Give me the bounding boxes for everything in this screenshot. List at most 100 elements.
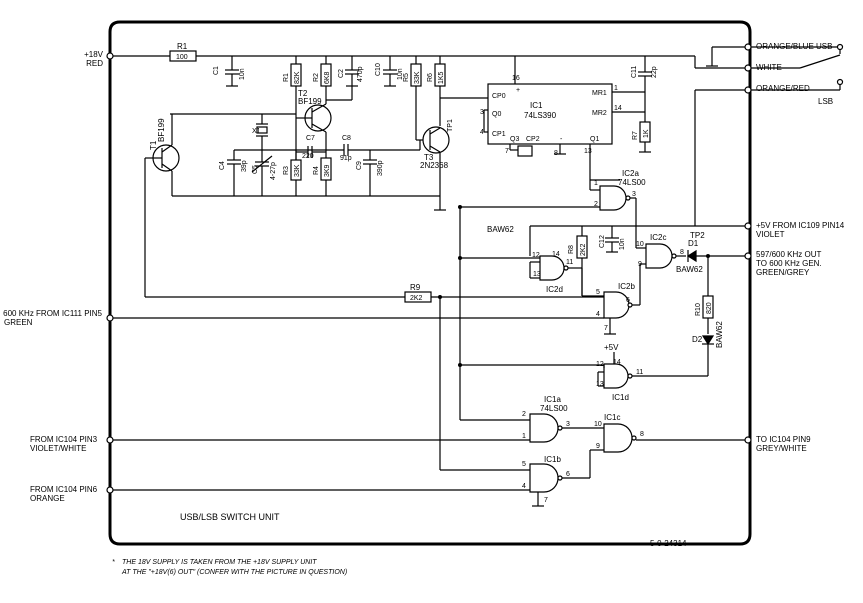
terminal-plus5v: +5V FROM IC109 PIN14 VIOLET <box>744 221 845 239</box>
svg-text:33K: 33K <box>294 164 301 177</box>
gate-ic1d: IC1d 12 13 14 11 <box>596 359 643 402</box>
svg-text:6K8: 6K8 <box>324 71 331 84</box>
svg-text:CP2: CP2 <box>526 136 540 143</box>
svg-text:IC2b: IC2b <box>618 282 635 291</box>
gate-ic2c: IC2c 10 9 8 <box>636 233 684 269</box>
resistor-r9: R9 2K2 <box>404 283 432 303</box>
svg-text:10n: 10n <box>397 68 404 80</box>
svg-text:IC1b: IC1b <box>544 455 561 464</box>
svg-text:7: 7 <box>544 497 548 504</box>
svg-text:VIOLET/WHITE: VIOLET/WHITE <box>30 444 86 453</box>
svg-text:13: 13 <box>584 148 592 155</box>
svg-text:6: 6 <box>566 471 570 478</box>
svg-text:ORANGE: ORANGE <box>30 494 65 503</box>
svg-text:T1: T1 <box>149 140 158 150</box>
svg-text:LSB: LSB <box>818 97 833 106</box>
svg-text:14: 14 <box>552 251 560 258</box>
diode-d2: D2 BAW62 <box>692 321 724 376</box>
svg-text:Q1: Q1 <box>590 136 599 143</box>
terminal-ic104-pin9-out: TO IC104 PIN9 GREY/WHITE <box>744 435 811 453</box>
svg-text:33K: 33K <box>414 71 421 84</box>
svg-text:X1: X1 <box>252 128 261 135</box>
footnote-line2: AT THE "+18V(6) OUT" (CONFER WITH THE PI… <box>121 569 347 576</box>
svg-text:12: 12 <box>532 252 540 259</box>
svg-text:C2: C2 <box>338 69 345 78</box>
svg-text:C9: C9 <box>356 161 363 170</box>
svg-text:T2: T2 <box>298 89 308 98</box>
diode-baw62-label: BAW62 <box>487 225 514 234</box>
resistor-r7: R7 1K <box>632 92 651 153</box>
svg-text:BAW62: BAW62 <box>715 321 724 348</box>
svg-text:82K: 82K <box>294 71 301 84</box>
svg-text:74LS390: 74LS390 <box>524 111 557 120</box>
footnote-marker: * <box>112 559 115 566</box>
svg-text:R2: R2 <box>313 73 320 82</box>
svg-text:C10: C10 <box>375 63 382 76</box>
capacitor-c2: C2 470p <box>338 56 364 87</box>
svg-text:5: 5 <box>596 289 600 296</box>
svg-text:1: 1 <box>594 180 598 187</box>
svg-text:RED: RED <box>86 59 103 68</box>
svg-text:2: 2 <box>594 201 598 208</box>
svg-text:R9: R9 <box>410 283 421 292</box>
svg-text:12: 12 <box>596 361 604 368</box>
svg-text:BAW62: BAW62 <box>676 265 703 274</box>
svg-text:4-27p: 4-27p <box>270 162 277 180</box>
capacitor-c10: C10 10n <box>375 56 404 87</box>
svg-text:+18V: +18V <box>84 50 104 59</box>
svg-text:13: 13 <box>533 271 541 278</box>
svg-text:R3: R3 <box>283 166 290 175</box>
svg-text:74LS00: 74LS00 <box>618 178 646 187</box>
transistor-t1: T1 BF199 <box>148 118 180 172</box>
svg-text:390p: 390p <box>377 160 384 176</box>
svg-text:820: 820 <box>706 302 713 314</box>
svg-text:91p: 91p <box>340 155 352 162</box>
svg-text:2: 2 <box>522 411 526 418</box>
svg-text:R4: R4 <box>313 166 320 175</box>
svg-text:T3: T3 <box>424 153 434 162</box>
svg-text:TO 600 KHz GEN.: TO 600 KHz GEN. <box>756 259 822 268</box>
svg-text:-: - <box>560 136 563 143</box>
capacitor-c1: C1 10n <box>213 56 246 87</box>
svg-text:10n: 10n <box>619 238 626 250</box>
svg-text:1K: 1K <box>643 129 650 138</box>
transistor-t2: T2 BF199 <box>296 89 332 133</box>
svg-text:2K2: 2K2 <box>410 295 423 302</box>
svg-text:FROM IC104 PIN6: FROM IC104 PIN6 <box>30 485 98 494</box>
svg-text:C12: C12 <box>599 235 606 248</box>
resistor-r4: R4 3K9 <box>313 150 332 196</box>
svg-text:D1: D1 <box>688 239 699 248</box>
svg-text:10: 10 <box>636 241 644 248</box>
svg-text:IC1d: IC1d <box>612 393 629 402</box>
test-point-tp1: TP1 <box>447 119 454 132</box>
svg-text:11: 11 <box>566 259 573 266</box>
svg-text:R7: R7 <box>632 131 639 140</box>
svg-text:IC1a: IC1a <box>544 395 561 404</box>
svg-text:FROM IC104 PIN3: FROM IC104 PIN3 <box>30 435 98 444</box>
svg-text:IC1c: IC1c <box>604 413 620 422</box>
svg-text:3: 3 <box>632 191 636 198</box>
plus5v-label: +5V <box>604 343 619 352</box>
svg-text:8: 8 <box>640 431 644 438</box>
svg-text:CP0: CP0 <box>492 93 506 100</box>
resistor-r10: R10 820 <box>695 256 714 334</box>
svg-text:R1: R1 <box>283 73 290 82</box>
capacitor-c11: C11 22p <box>631 56 658 92</box>
drawing-number: 5-0-24314 <box>650 539 687 548</box>
svg-text:3: 3 <box>566 421 570 428</box>
board-title: USB/LSB SWITCH UNIT <box>180 512 280 522</box>
svg-text:BF199: BF199 <box>298 97 322 106</box>
svg-text:R10: R10 <box>695 303 702 316</box>
svg-text:GREY/WHITE: GREY/WHITE <box>756 444 807 453</box>
capacitor-c5: C5 4-27p <box>251 150 277 196</box>
svg-text:4: 4 <box>596 311 600 318</box>
footnote-line1: THE 18V SUPPLY IS TAKEN FROM THE +18V SU… <box>122 559 317 566</box>
gate-ic1c: IC1c 10 9 8 <box>594 413 644 453</box>
test-point-tp2: TP2 <box>690 231 705 240</box>
svg-text:MR2: MR2 <box>592 110 607 117</box>
svg-text:2K2: 2K2 <box>580 243 587 256</box>
svg-text:C7: C7 <box>306 135 315 142</box>
terminal-600khz-in: 600 KHz FROM IC111 PIN5 GREEN <box>3 309 114 327</box>
svg-text:TO IC104 PIN9: TO IC104 PIN9 <box>756 435 811 444</box>
capacitor-c8: C8 91p <box>326 135 420 162</box>
